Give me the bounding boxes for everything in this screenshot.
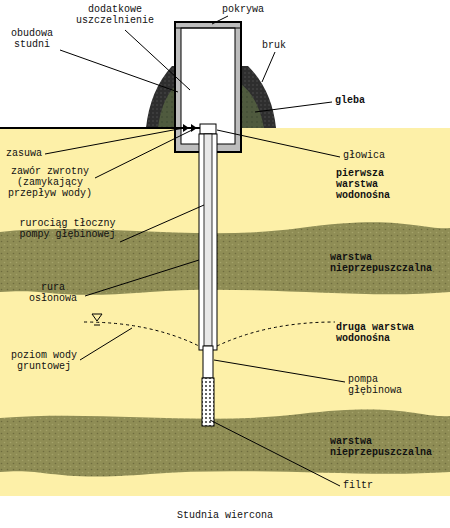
part-label: zasuwa — [6, 148, 56, 159]
part-label: rurociąg tłoczny pompy głębinowej — [10, 218, 125, 240]
part-label: pompa głębinowa — [348, 374, 428, 396]
layer-label: pierwsza warstwa wodonośna — [336, 168, 416, 201]
well-interior — [181, 28, 235, 144]
part-label: głowica — [343, 150, 413, 161]
part-label: pokrywa — [222, 4, 282, 15]
leader-lines — [45, 16, 345, 486]
layer-label: warstwa nieprzepuszczalna — [330, 252, 445, 274]
well-housing — [175, 22, 241, 152]
wellhead — [200, 124, 216, 134]
part-label: zawór zwrotny (zamykający przepływ wody) — [0, 166, 100, 199]
pump — [203, 346, 213, 378]
pavement — [238, 66, 276, 128]
layer-label: warstwa nieprzepuszczalna — [330, 436, 445, 458]
part-label: dodatkowe uszczelnienie — [70, 4, 160, 26]
part-label: poziom wody gruntowej — [4, 350, 84, 372]
filter — [202, 378, 214, 426]
part-label: bruk — [262, 40, 302, 51]
outlet-pipe — [0, 127, 206, 129]
ground — [0, 128, 450, 496]
caption: Studnia wiercona — [100, 510, 350, 521]
casing-pipe — [199, 134, 217, 350]
layer-label: gleba — [335, 95, 395, 106]
cover — [175, 28, 241, 29]
layer-label: druga warstwa wodonośna — [336, 322, 416, 344]
water-symbol — [92, 314, 102, 325]
part-label: filtr — [343, 480, 393, 491]
part-label: obudowa studni — [2, 28, 62, 50]
part-label: rura osłonowa — [18, 282, 88, 304]
riser-pipe — [204, 134, 212, 346]
impermeable-layer — [0, 409, 450, 476]
